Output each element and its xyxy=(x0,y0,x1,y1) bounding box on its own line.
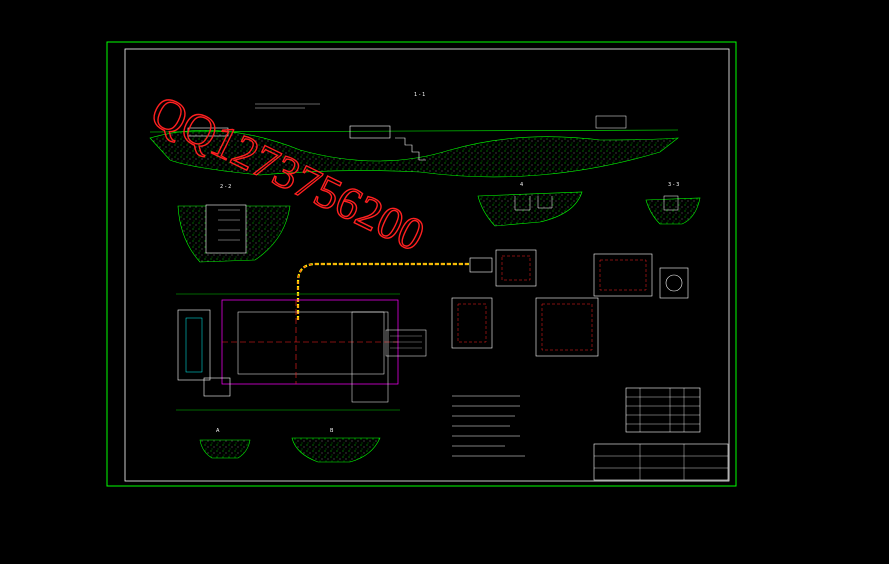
section-right-label: 3 - 3 xyxy=(668,182,679,188)
cross-section-4: 4 xyxy=(477,182,583,227)
detail-right-label: B xyxy=(330,428,334,434)
longitudinal-section: 1 - 1 xyxy=(149,92,679,178)
title-block xyxy=(593,443,729,481)
section-mid-label: 4 xyxy=(520,182,523,188)
notes-block xyxy=(452,395,525,457)
detail-b: B xyxy=(291,428,381,463)
inner-frame xyxy=(124,48,730,482)
cross-section-2: 2 - 2 xyxy=(177,184,291,263)
plan-view xyxy=(176,293,427,411)
cross-section-3: 3 - 3 xyxy=(645,182,701,225)
outer-frame xyxy=(106,41,737,487)
pipe-route xyxy=(296,257,493,320)
detail-left-label: A xyxy=(216,428,220,434)
section-top-label: 1 - 1 xyxy=(414,92,425,98)
foundation-plans xyxy=(451,249,689,357)
materials-table xyxy=(625,387,701,433)
section-left-label: 2 - 2 xyxy=(220,184,231,190)
detail-a: A xyxy=(199,428,251,459)
